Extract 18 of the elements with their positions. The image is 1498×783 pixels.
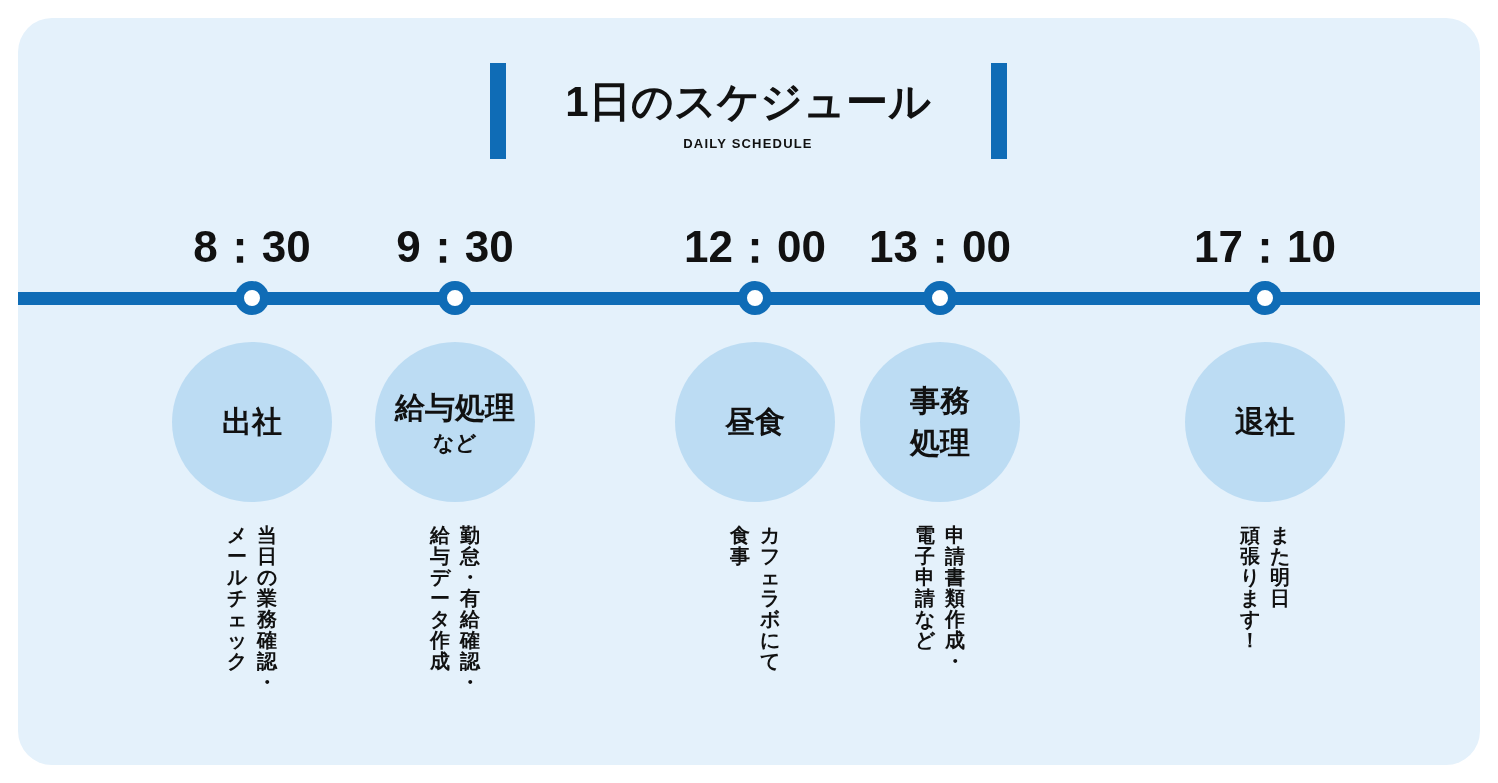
title: 1日のスケジュール (565, 77, 931, 127)
time-label: 9：30 (396, 221, 514, 273)
event-title: 給与処理 (395, 390, 515, 426)
event-title: 出社 (222, 404, 282, 440)
activity-description: 申請書類作成・電子申請など (915, 525, 965, 672)
time-label: 12：00 (684, 221, 826, 273)
activity-description: カフェラボにて食事 (730, 525, 780, 672)
event-title: 昼食 (725, 404, 785, 440)
time-label: 8：30 (193, 221, 311, 273)
event-title: 事務処理 (908, 383, 971, 461)
subtitle: DAILY SCHEDULE (683, 135, 813, 153)
activity-description: また明日頑張ります！ (1240, 525, 1290, 651)
activity-description: 当日の業務確認・メールチェック (227, 525, 277, 693)
event-note: など (433, 430, 477, 457)
time-label: 13：00 (869, 221, 1011, 273)
time-label: 17：10 (1194, 221, 1336, 273)
event-title: 退社 (1235, 404, 1295, 440)
activity-description: 勤怠・有給確認・給与データ作成 (430, 525, 480, 693)
